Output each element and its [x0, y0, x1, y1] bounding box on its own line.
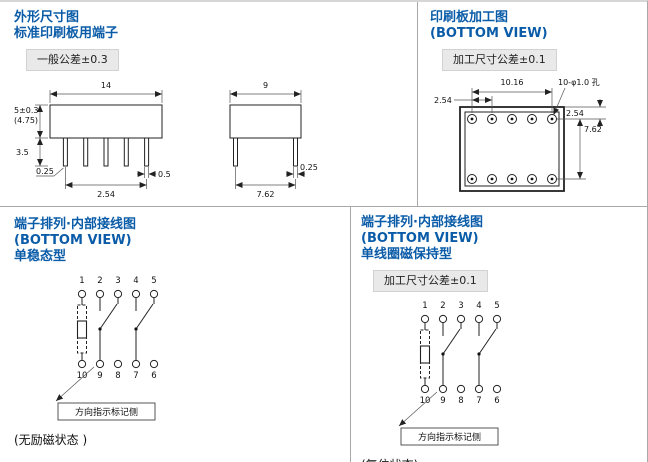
- dim-body-depth: 9: [263, 81, 268, 90]
- pcb-holes: [467, 114, 557, 184]
- panel-outline-dimensions: 外形尺寸图 标准印刷板用端子 一般公差±0.3: [0, 2, 418, 206]
- dim-body-width-lines: [49, 90, 163, 103]
- pcb-tolerance-badge: 加工尺寸公差±0.1: [442, 49, 557, 71]
- pin-pads-bottom: [420, 384, 502, 394]
- dim-body-width: 14: [101, 81, 111, 90]
- front-pins: [62, 137, 150, 167]
- outline-title-line1: 外形尺寸图: [14, 10, 80, 25]
- latch-tolerance-badge: 加工尺寸公差±0.1: [373, 270, 488, 292]
- pin-numbers-top: 1 2 3 4 5: [422, 301, 499, 311]
- top-row: 外形尺寸图 标准印刷板用端子 一般公差±0.3: [0, 2, 647, 207]
- dim-height-lines: [35, 104, 48, 167]
- internal-wiring: [419, 322, 498, 386]
- dim-pin-width-side-lines: [286, 167, 305, 178]
- direction-pointer-line: [398, 391, 438, 427]
- dim-right-lines: [557, 99, 606, 180]
- svg-text:8: 8: [458, 396, 463, 406]
- svg-text:2: 2: [97, 276, 102, 286]
- svg-text:7: 7: [133, 371, 138, 381]
- direction-label: 方向指示标记侧: [418, 431, 481, 443]
- pin-pads-top: [420, 314, 502, 324]
- pin-numbers-bottom: 10 9 8 7 6: [77, 371, 157, 381]
- dim-pin-width-front-lines: [36, 167, 64, 177]
- outline-title-line2: 标准印刷板用端子: [14, 26, 119, 41]
- outline-tolerance-badge: 一般公差±0.3: [26, 49, 119, 71]
- mono-title-line1: 端子排列·内部接线图: [14, 217, 136, 232]
- pin-numbers-top: 1 2 3 4 5: [79, 276, 156, 286]
- svg-text:4: 4: [133, 276, 138, 286]
- hole-callout-leader: [553, 87, 566, 116]
- relay-body-side: [229, 104, 302, 139]
- mono-state-label: (无励磁状态 ): [14, 433, 88, 447]
- svg-text:10: 10: [77, 371, 88, 381]
- pcb-drawing: 10.16 2.54 10-φ1.0 孔 2.54 7.62: [434, 78, 606, 192]
- pcb-outline-inner: [464, 111, 560, 187]
- dim-hole-pitch: 2.54: [434, 96, 452, 105]
- pin-numbers-bottom: 10 9 8 7 6: [420, 396, 500, 406]
- panel-monostable-wiring: 端子排列·内部接线图 (BOTTOM VIEW) 单稳态型 1 2 3 4 5: [0, 207, 351, 462]
- mono-title-line2: (BOTTOM VIEW): [14, 233, 132, 248]
- latch-title-line2: (BOTTOM VIEW): [361, 231, 479, 246]
- direction-label: 方向指示标记侧: [75, 406, 138, 418]
- dim-pin-length: 3.5: [16, 148, 29, 157]
- svg-text:8: 8: [115, 371, 120, 381]
- dim-hole-span: 10.16: [501, 78, 524, 87]
- dim-pin-width-front: 0.25: [36, 167, 54, 176]
- direction-label-box: [400, 427, 499, 446]
- dim-row-offset: 2.54: [566, 109, 584, 118]
- svg-text:3: 3: [458, 301, 463, 311]
- hole-callout: 10-φ1.0 孔: [558, 78, 600, 87]
- dim-body-depth-lines: [229, 90, 302, 103]
- mono-schematic: 1 2 3 4 5: [55, 276, 159, 421]
- latch-title-line1: 端子排列·内部接线图: [361, 215, 483, 230]
- relay-body-front: [49, 104, 163, 139]
- internal-wiring: [76, 297, 155, 361]
- pcb-outline-outer: [459, 106, 565, 192]
- dim-row-pitch-lines: [235, 167, 296, 189]
- direction-pointer-line: [55, 366, 95, 402]
- dim-pin-width-side: 0.25: [300, 163, 318, 172]
- svg-text:9: 9: [440, 396, 445, 406]
- outline-drawing: 14 5±0.3 (4.75) 3.5 0.25: [14, 81, 318, 199]
- bottom-row: 端子排列·内部接线图 (BOTTOM VIEW) 单稳态型 1 2 3 4 5: [0, 207, 647, 462]
- svg-text:7: 7: [476, 396, 481, 406]
- dim-pin-thickness: 0.5: [158, 170, 171, 179]
- dim-row-pitch: 7.62: [257, 190, 275, 199]
- latch-schematic: 1 2 3 4 5: [398, 301, 502, 446]
- dim-pin-pitch: 2.54: [97, 190, 115, 199]
- svg-text:6: 6: [151, 371, 156, 381]
- svg-text:5: 5: [151, 276, 156, 286]
- svg-text:6: 6: [494, 396, 499, 406]
- dim-body-height-ref: (4.75): [14, 116, 38, 125]
- svg-text:9: 9: [97, 371, 102, 381]
- pcb-title-line1: 印刷板加工图: [430, 10, 509, 25]
- latch-title-line3: 单线圈磁保持型: [361, 247, 453, 262]
- svg-text:1: 1: [79, 276, 84, 286]
- pin-pads-top: [77, 289, 159, 299]
- pcb-title-line2: (BOTTOM VIEW): [430, 26, 548, 41]
- panel-pcb-pattern: 印刷板加工图 (BOTTOM VIEW) 加工尺寸公差±0.1: [418, 2, 647, 206]
- dim-span-lines: [454, 88, 553, 113]
- dim-pin-thickness-lines: [137, 167, 157, 178]
- panel-latching-wiring: 端子排列·内部接线图 (BOTTOM VIEW) 单线圈磁保持型 加工尺寸公差±…: [351, 207, 647, 462]
- latch-state-label: (复位状态): [361, 456, 647, 462]
- pin-pads-bottom: [77, 359, 159, 369]
- side-pins: [233, 137, 298, 167]
- mono-title-line3: 单稳态型: [14, 249, 67, 264]
- dim-row-pitch-pcb: 7.62: [584, 125, 602, 134]
- svg-text:10: 10: [420, 396, 431, 406]
- svg-text:5: 5: [494, 301, 499, 311]
- svg-text:4: 4: [476, 301, 481, 311]
- svg-text:2: 2: [440, 301, 445, 311]
- svg-text:1: 1: [422, 301, 427, 311]
- dim-body-height: 5±0.3: [14, 106, 39, 115]
- direction-label-box: [57, 402, 156, 421]
- dim-pitch-lines: [65, 167, 147, 189]
- svg-text:3: 3: [115, 276, 120, 286]
